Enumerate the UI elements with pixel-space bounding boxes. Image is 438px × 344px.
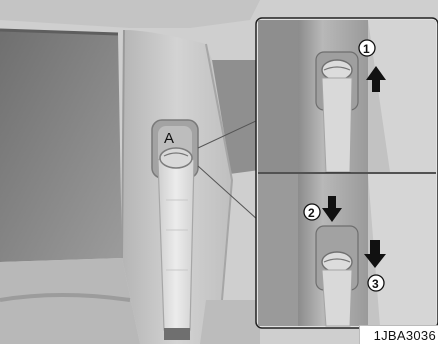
anchor-label: A	[164, 130, 174, 147]
seatbelt-webbing	[158, 154, 194, 330]
anchor-bolt-cover	[160, 148, 192, 168]
callout-2-label: 2	[308, 206, 315, 220]
inset-top-raise: 1	[258, 20, 436, 172]
belt-buckle-guide	[164, 328, 190, 340]
detail-inset: 1 2 3	[256, 18, 438, 328]
inset-bottom-lower: 2 3	[258, 174, 436, 326]
figure-code: 1JBA3036	[374, 328, 436, 343]
left-window	[0, 30, 122, 262]
figure-code-box: 1JBA3036	[359, 325, 438, 344]
callout-3-label: 3	[372, 277, 379, 291]
callout-1-label: 1	[363, 42, 370, 56]
